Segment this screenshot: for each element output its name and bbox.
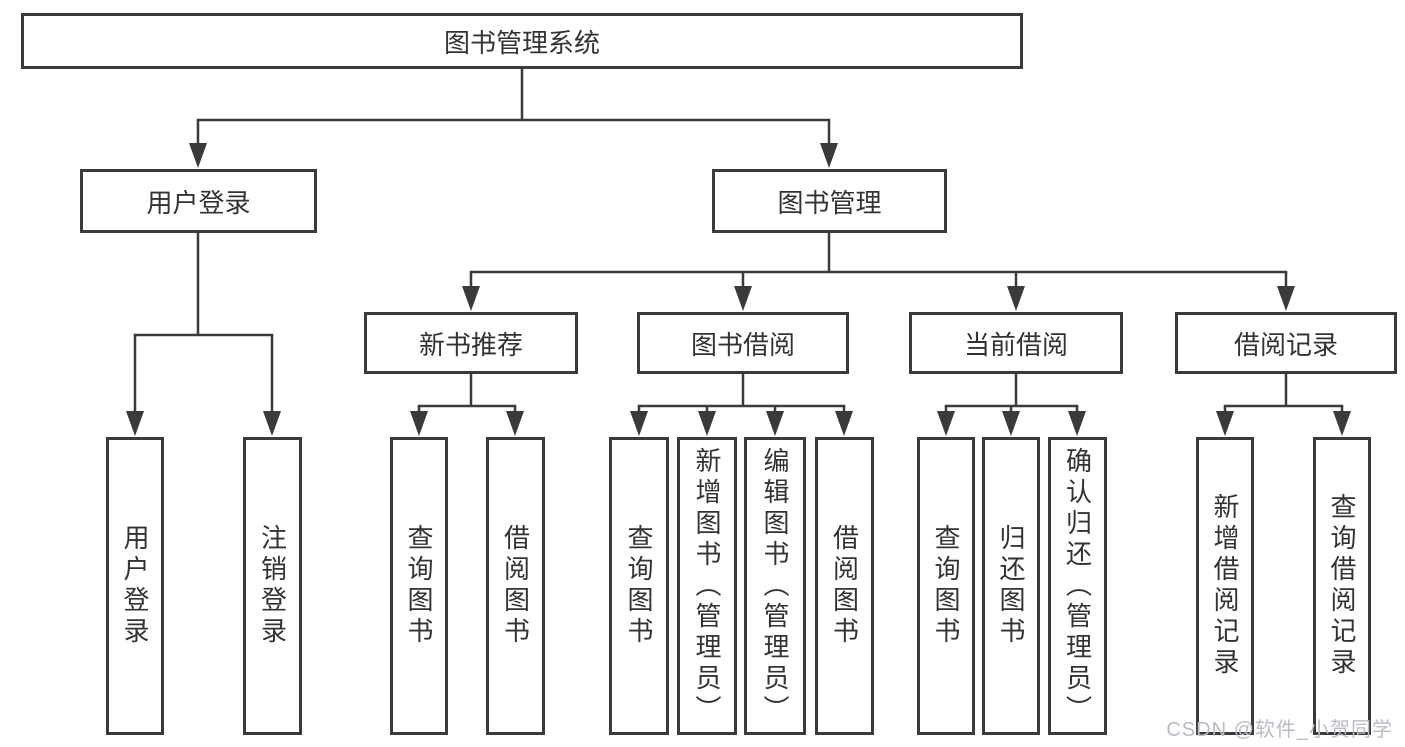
connector-root-to-level2 — [189, 69, 838, 168]
arrow-down-icon — [766, 411, 784, 436]
arrow-down-icon — [1333, 411, 1351, 436]
leaf-edit-books-admin: 编辑图书（管理员） — [744, 437, 806, 735]
leaf-return-books: 归还图书 — [982, 437, 1040, 735]
arrow-down-icon — [1007, 286, 1025, 311]
leaf-query-books-current: 查询图书 — [917, 437, 975, 735]
connector-user-login-children — [126, 233, 281, 436]
leaf-confirm-return-admin: 确认归还（管理员） — [1048, 437, 1107, 735]
csdn-watermark: CSDN @软件_小贺同学 — [1166, 719, 1393, 741]
connector-book-borrow-children — [630, 374, 853, 436]
leaf-add-borrow-record: 新增借阅记录 — [1196, 437, 1254, 735]
arrow-down-icon — [820, 143, 838, 168]
arrow-down-icon — [1277, 286, 1295, 311]
connector-borrow-record-children — [1216, 374, 1351, 436]
arrow-down-icon — [126, 411, 144, 436]
arrow-down-icon — [410, 411, 428, 436]
arrow-down-icon — [698, 411, 716, 436]
arrow-down-icon — [189, 143, 207, 168]
node-book-borrow: 图书借阅 — [637, 312, 849, 374]
leaf-add-books-admin: 新增图书（管理员） — [677, 437, 737, 735]
leaf-logout-login: 注销登录 — [243, 437, 302, 735]
node-book-management: 图书管理 — [712, 169, 947, 233]
leaf-borrow-books-recommend: 借阅图书 — [486, 437, 545, 735]
leaf-borrow-books: 借阅图书 — [815, 437, 874, 735]
connector-book-management-modules — [462, 233, 1295, 311]
arrow-down-icon — [734, 286, 752, 311]
leaf-query-books-recommend: 查询图书 — [390, 437, 448, 735]
leaf-query-borrow-record: 查询借阅记录 — [1313, 437, 1371, 735]
arrow-down-icon — [937, 411, 955, 436]
arrow-down-icon — [835, 411, 853, 436]
node-library-management-system: 图书管理系统 — [21, 13, 1023, 69]
arrow-down-icon — [462, 286, 480, 311]
node-current-borrow: 当前借阅 — [909, 312, 1123, 374]
arrow-down-icon — [1068, 411, 1086, 436]
node-user-login: 用户登录 — [80, 169, 317, 233]
connector-new-book-children — [410, 374, 524, 436]
leaf-user-login: 用户登录 — [106, 437, 164, 735]
node-new-book-recommend: 新书推荐 — [364, 312, 578, 374]
arrow-down-icon — [263, 411, 281, 436]
arrow-down-icon — [1216, 411, 1234, 436]
node-borrow-records: 借阅记录 — [1175, 312, 1397, 374]
arrow-down-icon — [506, 411, 524, 436]
leaf-query-books-borrow: 查询图书 — [609, 437, 669, 735]
arrow-down-icon — [1002, 411, 1020, 436]
connector-current-borrow-children — [937, 374, 1086, 436]
arrow-down-icon — [630, 411, 648, 436]
